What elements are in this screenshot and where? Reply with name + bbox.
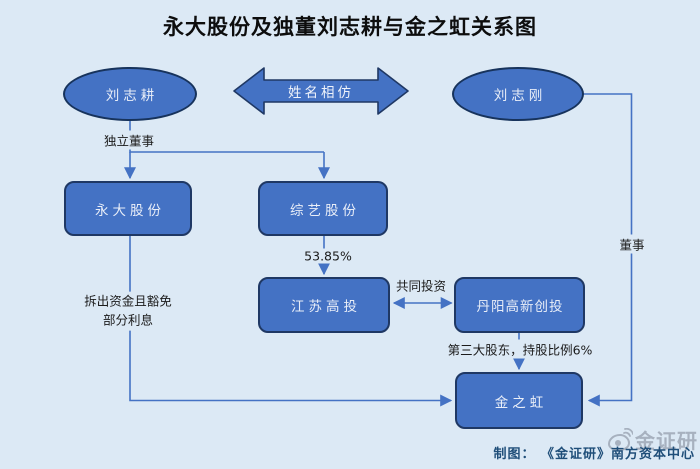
diagram-title: 永大股份及独董刘志耕与金之虹关系图 xyxy=(163,14,537,39)
credit-line: 制图： 《金证研》南方资本中心 xyxy=(493,447,695,462)
double-arrow-icon xyxy=(233,67,409,115)
node-yongda: 永大股份 xyxy=(64,181,192,236)
node-jiangsu-label: 江苏高投 xyxy=(291,299,361,315)
node-yongda-label: 永大股份 xyxy=(95,202,165,219)
label-lend-funds-line2: 部分利息 xyxy=(102,313,154,328)
node-danyang-label: 丹阳高新创投 xyxy=(476,299,564,315)
name-similar-label: 姓名相仿 xyxy=(288,85,354,101)
node-danyang: 丹阳高新创投 xyxy=(454,277,585,333)
label-third-shareholder: 第三大股东，持股比例6% xyxy=(444,339,596,359)
label-director: 董事 xyxy=(616,234,648,254)
label-lend-funds: 拆出资金且豁免 部分利息 xyxy=(81,291,175,331)
node-liu-zhigang-label: 刘志刚 xyxy=(493,88,547,104)
node-liu-zhigeng-label: 刘志耕 xyxy=(105,88,159,104)
edge-independent-director-line xyxy=(129,121,324,153)
label-independent-director: 独立董事 xyxy=(100,130,158,150)
node-zongyi: 综艺股份 xyxy=(258,181,388,236)
label-lend-funds-line1: 拆出资金且豁免 xyxy=(84,293,172,309)
node-liu-zhigeng: 刘志耕 xyxy=(63,67,197,121)
label-stake-percent: 53.85% xyxy=(301,248,355,264)
node-jinzhihong-label: 金之虹 xyxy=(494,394,548,411)
label-joint-investment: 共同投资 xyxy=(392,275,450,295)
node-jinzhihong: 金之虹 xyxy=(455,372,583,429)
node-jiangsu: 江苏高投 xyxy=(258,277,390,333)
node-zongyi-label: 综艺股份 xyxy=(290,202,360,219)
name-similar-banner-arrow: 姓名相仿 xyxy=(233,67,409,115)
node-liu-zhigang: 刘志刚 xyxy=(452,67,584,121)
